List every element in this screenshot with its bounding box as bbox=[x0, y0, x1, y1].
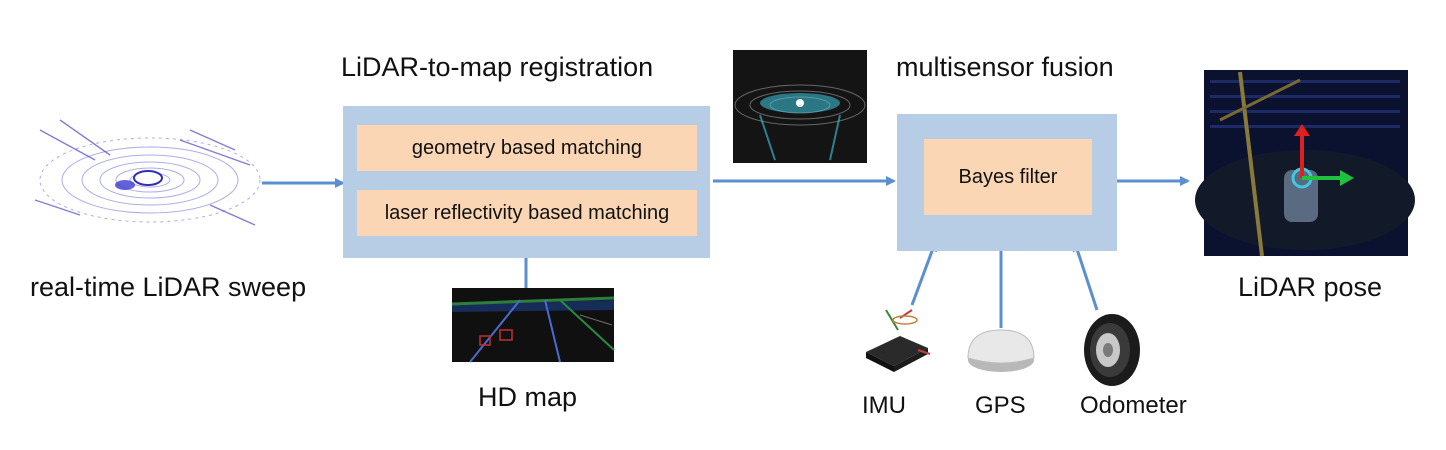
gps-label: GPS bbox=[975, 392, 1026, 419]
odometer-label: Odometer bbox=[1080, 392, 1187, 419]
fusion-title: multisensor fusion bbox=[896, 52, 1114, 82]
registration-title: LiDAR-to-map registration bbox=[341, 52, 654, 82]
imu-label: IMU bbox=[862, 392, 906, 419]
lidar-sweep-label: real-time LiDAR sweep bbox=[30, 272, 307, 302]
reflectivity-matching-box: laser reflectivity based matching bbox=[357, 190, 697, 236]
lidar-pose-label: LiDAR pose bbox=[1238, 272, 1383, 302]
arrow-odometer-to-fusion bbox=[1072, 241, 1099, 311]
hd-map-label: HD map bbox=[478, 382, 578, 412]
bayes-filter-box: Bayes filter bbox=[924, 139, 1092, 215]
geometry-matching-box: geometry based matching bbox=[357, 125, 697, 171]
arrow-imu-to-fusion bbox=[910, 241, 937, 306]
